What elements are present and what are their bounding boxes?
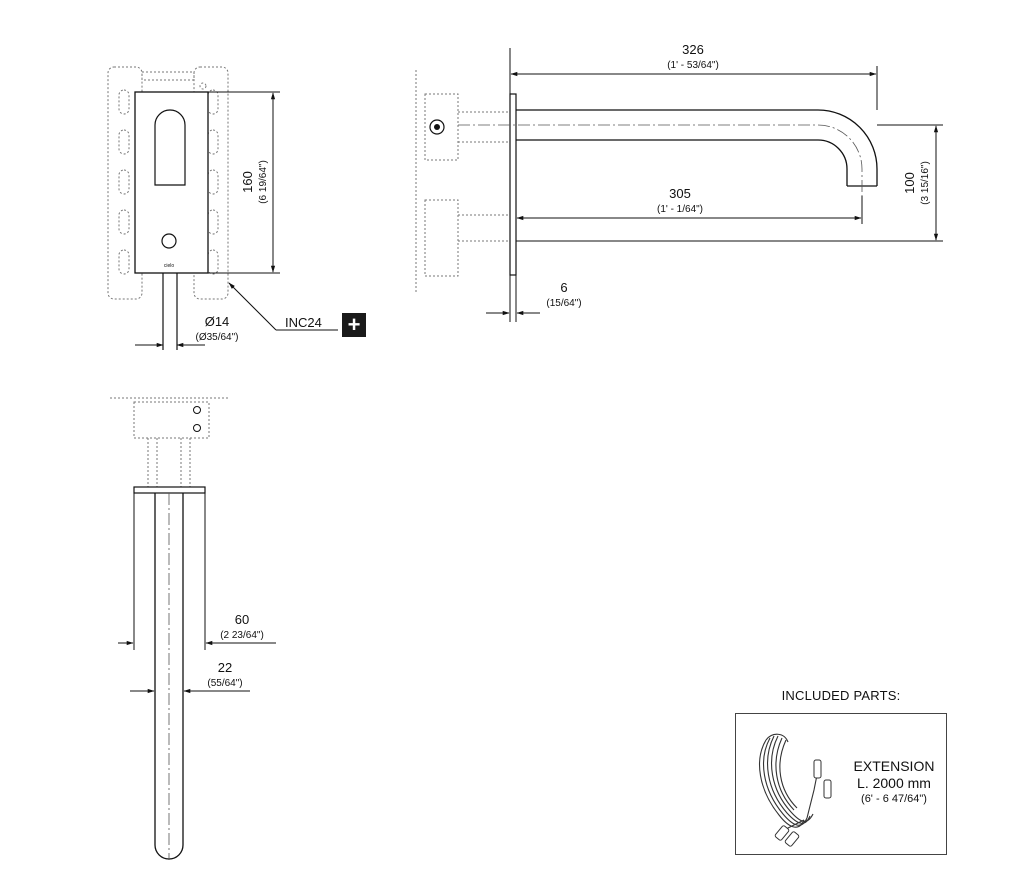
- spout-centerline: [458, 124, 863, 196]
- plate-thickness-in: (15/64"): [546, 298, 581, 309]
- height-mm: 160: [240, 171, 255, 193]
- plate-width-mm: 60: [235, 612, 249, 627]
- height-dimension: [208, 91, 280, 274]
- side-view: 326 (1' - 53/64") 305 (1' - 1/64") 100 (…: [415, 42, 943, 322]
- spout-width-in: (55/64"): [207, 678, 242, 689]
- brand-logo: cielo: [164, 263, 175, 269]
- diameter-in: (Ø35/64"): [195, 332, 238, 343]
- plus-icon: +: [342, 313, 366, 337]
- cable-icon: [759, 733, 832, 847]
- top-fitting-icon-2: [193, 424, 201, 432]
- top-fitting-icon-1: [193, 406, 201, 414]
- part-length: L. 2000 mm: [857, 775, 931, 791]
- wall-box-outline: [415, 70, 510, 294]
- top-wall-box-outline: [110, 397, 228, 487]
- sensor-eye: [161, 233, 177, 249]
- reach-mm: 305: [669, 186, 691, 201]
- overall-length-mm: 326: [682, 42, 704, 57]
- wall-plate: [509, 93, 517, 276]
- drop-dimension: [516, 124, 943, 242]
- inc24-leader: [228, 282, 277, 331]
- included-parts-title: INCLUDED PARTS:: [781, 688, 901, 703]
- top-wall-plate: [133, 486, 206, 494]
- drop-mm: 100: [902, 172, 917, 194]
- top-view: 60 (2 23/64") 22 (55/64"): [110, 397, 276, 860]
- overall-length-dimension: [509, 48, 878, 110]
- drop-in: (3 15/16"): [920, 161, 931, 205]
- spout-profile-outer: [516, 109, 878, 186]
- plate-thickness-dimension: [486, 275, 540, 322]
- outlet-slot: [154, 109, 186, 186]
- part-name: EXTENSION: [853, 758, 935, 774]
- reach-dimension: [516, 196, 863, 224]
- part-length-imperial: (6' - 6 47/64"): [861, 793, 927, 805]
- reach-in: (1' - 1/64"): [657, 204, 703, 215]
- diameter-mm: Ø14: [205, 314, 230, 329]
- spout-profile-inner: [516, 139, 848, 186]
- inc24-label: INC24: [285, 315, 322, 330]
- overall-length-in: (1' - 53/64"): [667, 60, 719, 71]
- included-parts-box: EXTENSION L. 2000 mm (6' - 6 47/64"): [735, 713, 947, 855]
- height-in: (6 19/64"): [258, 160, 269, 204]
- plate-width-in: (2 23/64"): [220, 630, 264, 641]
- spout-width-mm: 22: [218, 660, 232, 675]
- front-view: cielo Ø14 (Ø35/64") 160 (6 19/64") INC24: [107, 66, 338, 350]
- plate-width-dimension: [118, 493, 276, 650]
- plate-thickness-mm: 6: [560, 280, 567, 295]
